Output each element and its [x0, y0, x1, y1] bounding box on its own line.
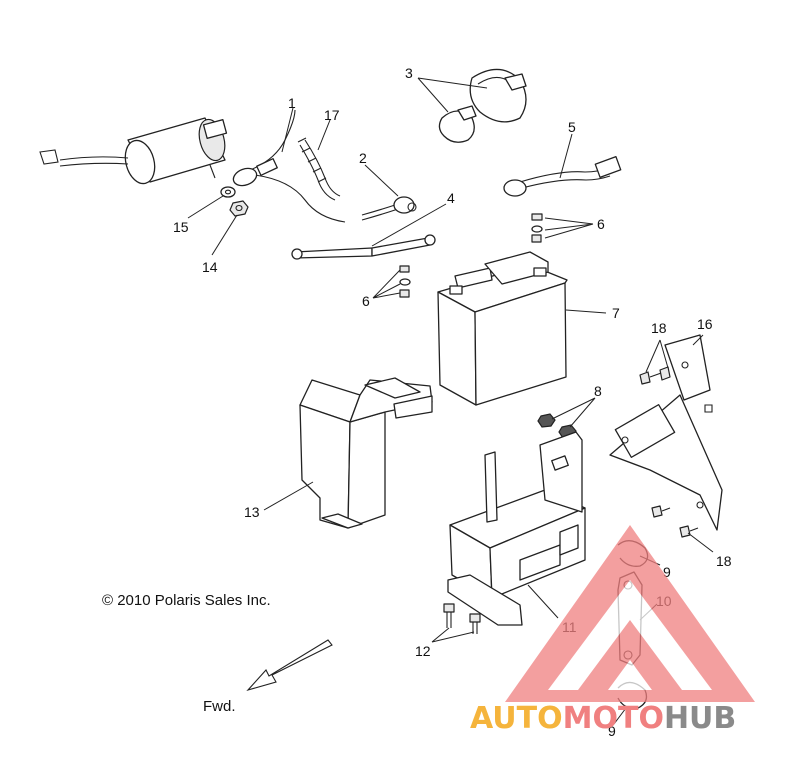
- callout-labels: 1 17 2 3 4 5 6 6 7 8 15 14 13 11 12 18 1…: [173, 65, 732, 739]
- callout-9-lower: 9: [608, 723, 616, 739]
- starter-motor: [39, 117, 228, 185]
- copyright-text: © 2010 Polaris Sales Inc.: [102, 592, 271, 609]
- callout-7: 7: [612, 305, 620, 321]
- washer-15: [220, 186, 236, 198]
- forward-label: Fwd.: [203, 698, 236, 715]
- forward-arrow-icon: [246, 639, 333, 692]
- bolts-12: [443, 603, 481, 634]
- battery-7: [437, 251, 568, 406]
- callout-15: 15: [173, 219, 189, 235]
- callout-2: 2: [359, 150, 367, 166]
- cable-1: [232, 109, 346, 223]
- cover-13: [299, 377, 433, 529]
- harness-17: [297, 137, 341, 201]
- bracket-16: [609, 334, 723, 531]
- terminal-covers-3: [438, 68, 527, 143]
- callout-6-upper: 6: [597, 216, 605, 232]
- watermark-logo: AUTOMOTOHUB: [470, 701, 736, 736]
- watermark-part-3: HUB: [664, 701, 736, 736]
- callout-12: 12: [415, 643, 431, 659]
- watermark-part-2: MOTO: [563, 701, 664, 736]
- nut-14: [229, 200, 249, 217]
- callout-14: 14: [202, 259, 218, 275]
- screws-18-upper: [639, 366, 713, 413]
- callout-17: 17: [324, 107, 340, 123]
- callout-5: 5: [568, 119, 576, 135]
- callout-1: 1: [288, 95, 296, 111]
- hardware-6-lower: [399, 265, 411, 298]
- callout-8: 8: [594, 383, 602, 399]
- callout-4: 4: [447, 190, 455, 206]
- cable-4: [291, 234, 436, 260]
- watermark-part-1: AUTO: [470, 701, 563, 736]
- callout-18-lower: 18: [716, 553, 732, 569]
- callout-16: 16: [697, 316, 713, 332]
- callout-6-lower: 6: [362, 293, 370, 309]
- cable-2: [361, 196, 417, 221]
- battery-box-11: [447, 431, 586, 626]
- callout-9-upper: 9: [663, 564, 671, 580]
- callout-18-upper: 18: [651, 320, 667, 336]
- cable-5: [503, 156, 622, 197]
- watermark-triangle-icon: [505, 525, 755, 702]
- hardware-6-upper: [531, 213, 543, 243]
- callout-13: 13: [244, 504, 260, 520]
- screws-18-lower: [651, 505, 699, 538]
- callout-3: 3: [405, 65, 413, 81]
